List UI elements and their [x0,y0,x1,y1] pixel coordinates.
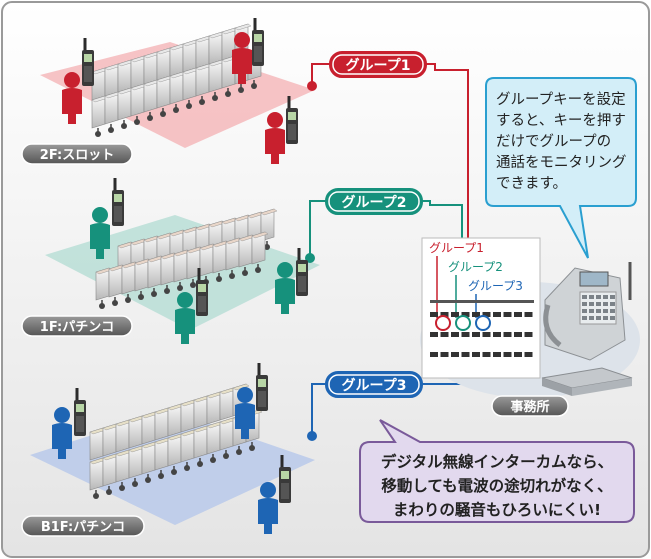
panel-key [482,332,491,337]
callout-bottom: デジタル無線インターカムなら、移動しても電波の途切れがなく、まわりの騒音もひろい… [359,419,635,523]
svg-text:2F:スロット: 2F:スロット [40,148,114,163]
group3-dot [307,431,317,441]
panel-key [514,352,522,357]
machines-b1f [89,383,263,499]
base-unit-icon [541,367,633,396]
panel-key [430,312,438,317]
panel-key [493,312,501,317]
machines-1f [95,208,278,309]
group-tag-2: グループ2 [325,188,423,215]
panel-label-group2: グループ2 [448,260,503,274]
panel-key [451,352,459,357]
panel-key [440,312,449,317]
slot-machine [121,261,139,303]
panel-key [430,332,438,337]
slot-machine [89,457,107,499]
group-tag-3: グループ3 [325,371,423,398]
slot-machine [251,231,269,273]
slot-machine [95,267,113,309]
panel-key [461,352,470,357]
slot-machine [91,95,109,137]
panel-key [472,352,480,357]
group3-key [475,315,491,331]
floor-label-2f: 2F:スロット [21,143,133,165]
panel-key [451,312,459,317]
slot-machine [108,264,126,306]
panel-label-group3: グループ3 [468,279,523,293]
panel-key [503,312,512,317]
group1-key [435,315,451,331]
panel-key [524,332,533,337]
group1-dot [307,81,317,91]
slot-machine [173,249,191,291]
desk-phone-icon [543,262,632,361]
svg-text:B1F:パチンコ: B1F:パチンコ [41,520,125,535]
slot-machine [208,59,226,101]
slot-machine [117,87,135,129]
callout-line: だけでグループの [496,133,611,150]
callout-line: デジタル無線インターカムなら、 [381,452,613,471]
callout-line: 通話をモニタリング [496,154,627,171]
panel-key [472,332,480,337]
slot-machine [238,234,256,276]
callout-line: 移動しても電波の途切れがなく、 [381,476,612,495]
panel-key [503,352,512,357]
slot-machine [128,445,146,487]
slot-machine [193,425,211,467]
callout-line: まわりの騒音もひろいにくい! [393,500,601,519]
svg-text:事務所: 事務所 [510,399,549,415]
callout-line: すると、キーを押す [496,112,626,129]
panel-key [440,332,449,337]
floor-label-1f: 1F:パチンコ [21,315,133,337]
panel-key [451,332,459,337]
slot-machine [206,421,224,463]
slot-machine [104,91,122,133]
slot-machine [221,55,239,97]
group2-key [455,315,471,331]
panel-key [430,352,438,357]
panel-key [493,352,501,357]
slot-machine [102,453,120,495]
slot-machine [134,258,152,300]
group-tag-1: グループ1 [329,51,427,78]
slot-machine [195,63,213,105]
svg-text:1F:パチンコ: 1F:パチンコ [40,320,114,335]
panel-key [524,352,533,357]
panel-key [482,352,491,357]
slot-machine [160,252,178,294]
slot-machine [143,79,161,121]
svg-text:グループ3: グループ3 [342,377,407,394]
panel-label-group1: グループ1 [429,241,484,255]
slot-machine [154,407,172,449]
slot-machine [154,437,172,479]
panel-key [524,312,533,317]
slot-machine [130,83,148,125]
callout-line: できます。 [496,175,567,192]
slot-machine [147,255,165,297]
machines-2f [91,23,265,137]
callout-line: グループキーを設定 [496,91,626,108]
slot-machine [186,246,204,288]
group-key-panel: グループ1 グループ2 グループ3 [421,237,541,379]
group2-dot [305,253,315,263]
panel-key [472,312,480,317]
panel-key [503,332,512,337]
floor-label-b1f: B1F:パチンコ [21,515,145,537]
slot-machine [167,433,185,475]
slot-machine [219,417,237,459]
panel-key [514,312,522,317]
panel-key [440,352,449,357]
panel-key [461,332,470,337]
svg-text:グループ1: グループ1 [346,57,411,74]
panel-key [461,312,470,317]
group2-line [309,200,463,258]
panel-key [493,332,501,337]
svg-text:グループ2: グループ2 [342,194,407,211]
panel-key [482,312,491,317]
office-label: 事務所 [491,395,569,417]
panel-key [514,332,522,337]
